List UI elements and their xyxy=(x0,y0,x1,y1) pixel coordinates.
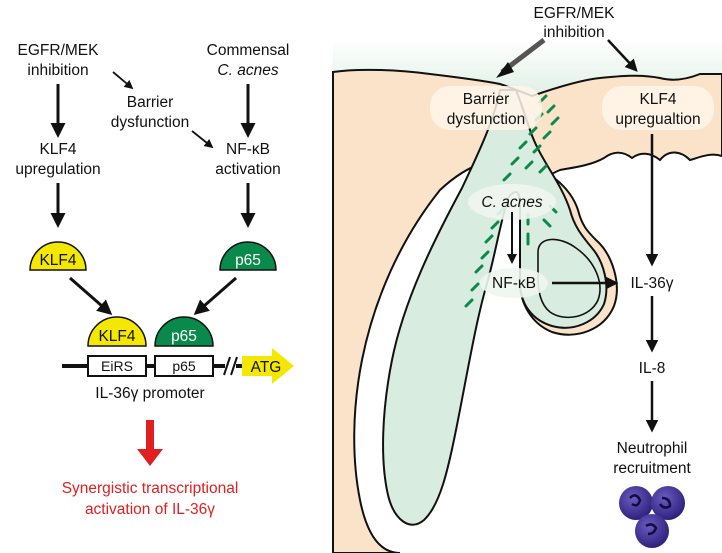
left-commensal-line2: C. acnes xyxy=(217,62,278,79)
left-barrier-line1: Barrier xyxy=(127,94,174,111)
right-neutro-line2: recruitment xyxy=(613,460,691,477)
left-klf4-up-line2: upregulation xyxy=(15,161,100,178)
bound-p65-icon xyxy=(154,316,214,347)
nfkb-bubble xyxy=(480,268,548,298)
left-egfr-line2: inhibition xyxy=(27,62,88,79)
left-klf4-up-line1: KLF4 xyxy=(39,141,76,158)
p65-protein-label: p65 xyxy=(235,252,261,269)
right-barrier-line2: dysfunction xyxy=(447,111,525,128)
bound-klf4-icon xyxy=(87,316,147,347)
eirs-site-label: EiRS xyxy=(101,358,133,374)
p65-protein-icon xyxy=(219,241,277,271)
arrow-klf4-to-promoter xyxy=(69,276,113,315)
right-egfr-line2: inhibition xyxy=(543,24,604,41)
arrow-egfr-to-klf4 xyxy=(607,39,638,72)
right-neutro-line1: Neutrophil xyxy=(617,440,688,457)
arrow-p65-to-promoter xyxy=(193,276,237,315)
red-down-arrow-icon xyxy=(137,420,163,466)
dna-break-mark xyxy=(223,356,231,376)
right-panel: EGFR/MEK inhibition Barrier dysfunction … xyxy=(332,5,722,553)
right-il8-label: IL-8 xyxy=(639,360,666,377)
c-acnes-bubble xyxy=(468,184,556,220)
left-panel: EGFR/MEK inhibition Commensal C. acnes B… xyxy=(15,42,294,518)
klf4-protein-icon xyxy=(29,241,87,271)
outcome-line2: activation of IL-36γ xyxy=(85,501,215,518)
eirs-site-box xyxy=(87,355,147,377)
p65-site-label: p65 xyxy=(172,358,196,374)
right-arrows xyxy=(496,38,659,433)
right-klf4-line1: KLF4 xyxy=(639,91,676,108)
neutrophil-cells-icon xyxy=(619,486,685,548)
left-nfkb-line1: NF-κB xyxy=(226,141,270,158)
right-il36-label: IL-36γ xyxy=(630,275,673,292)
arrow-egfr-to-barrier xyxy=(112,71,134,90)
atg-label: ATG xyxy=(251,359,282,376)
right-klf4-line2: upregualtion xyxy=(615,111,700,128)
right-barrier-line1: Barrier xyxy=(463,91,510,108)
right-egfr-line1: EGFR/MEK xyxy=(534,5,616,22)
bound-klf4-label: KLF4 xyxy=(98,328,135,345)
promoter-label: IL-36γ promoter xyxy=(95,385,204,402)
klf4-bubble xyxy=(602,86,714,130)
left-nfkb-line2: activation xyxy=(215,161,280,178)
p65-site-box xyxy=(154,355,214,377)
right-nfkb-label: NF-κB xyxy=(492,275,536,292)
sebaceous-gland xyxy=(537,238,601,319)
outcome-line1: Synergistic transcriptional xyxy=(62,480,239,497)
bound-p65-label: p65 xyxy=(171,328,197,345)
klf4-protein-label: KLF4 xyxy=(39,252,76,269)
left-commensal-line1: Commensal xyxy=(207,42,290,59)
left-arrows xyxy=(50,71,256,315)
arrow-egfr-to-barrier-head xyxy=(496,62,514,78)
arrow-barrier-to-nfkb xyxy=(191,130,214,149)
left-barrier-line2: dysfunction xyxy=(111,114,189,131)
dna-break-mark-2 xyxy=(230,356,238,376)
atg-start-arrow-icon xyxy=(242,348,294,384)
barrier-bubble xyxy=(430,86,542,130)
right-c-acnes-label: C. acnes xyxy=(481,194,542,211)
left-egfr-line1: EGFR/MEK xyxy=(18,42,100,59)
